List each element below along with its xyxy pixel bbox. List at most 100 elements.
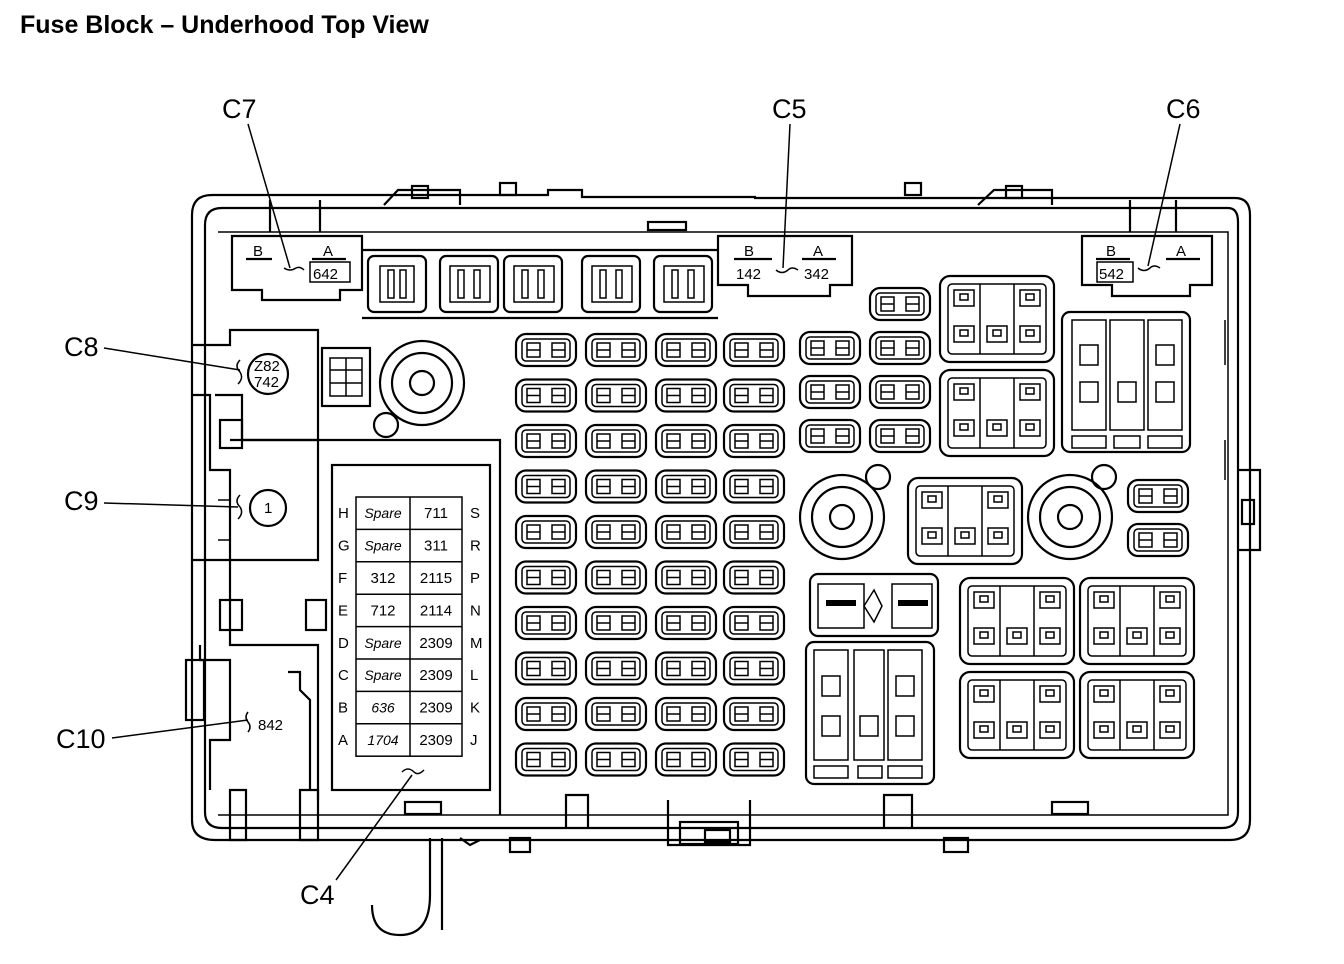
relay-lower-2 xyxy=(1078,576,1196,666)
tall-relay-block-upper xyxy=(1060,310,1192,454)
small-relay-block xyxy=(320,346,372,408)
c7-callout: C7 xyxy=(222,94,257,124)
c4-row-2-right-pin: P xyxy=(470,570,480,587)
c4-row-0-left-pin: H xyxy=(338,505,349,522)
mini-fuse-r8-c0 xyxy=(514,696,578,732)
c4-row-3-left-value: 712 xyxy=(370,602,395,619)
mini-fuse-r8-c3 xyxy=(722,696,786,732)
mini-fuse-r0-c3 xyxy=(722,332,786,368)
mini-fuse-r2-c1 xyxy=(584,423,648,459)
mini-fuse-r8-c2 xyxy=(654,696,718,732)
mini-fuse-r6-c2 xyxy=(654,605,718,641)
mini-fuse-r1-c2 xyxy=(654,378,718,413)
c8-wire-2: 742 xyxy=(254,374,279,391)
mini-fuse-r9-c1 xyxy=(584,742,648,777)
mini-fuse-r1-c0 xyxy=(514,378,578,413)
mini-fuse-r3-c0 xyxy=(514,469,578,504)
side-fuse-5 xyxy=(868,418,932,454)
c4-row-1-left-pin: G xyxy=(338,538,350,555)
c4-row-4-left-value: Spare xyxy=(364,635,402,651)
c4-row-0-right-pin: S xyxy=(470,505,480,522)
c4-row-4-right-pin: M xyxy=(470,635,483,652)
mini-fuse-grid xyxy=(514,286,1190,777)
c10-wire: 842 xyxy=(258,717,283,734)
c7-connector: B A 642 xyxy=(230,234,364,302)
mini-fuse-r2-c2 xyxy=(654,423,718,459)
c10-connector: 842 xyxy=(245,711,283,734)
mini-fuse-r6-c0 xyxy=(514,605,578,641)
diagram-title: Fuse Block – Underhood Top View xyxy=(20,11,429,39)
side-fuse-2 xyxy=(798,374,862,410)
c8-wire-1: Z82 xyxy=(254,358,280,375)
c4-row-7-right-pin: J xyxy=(470,732,478,749)
callouts: C7 C5 C6 C8 C9 C10 C4 xyxy=(56,94,1201,910)
c9-pin-label: 1 xyxy=(264,500,272,517)
top-relay-row xyxy=(362,248,718,320)
c4-row-3-right-value: 2114 xyxy=(420,602,452,619)
mini-fuse-r0-c2 xyxy=(654,332,718,368)
c8-callout: C8 xyxy=(64,332,99,362)
c7-wire-a: 642 xyxy=(313,266,338,283)
mini-fuse-r6-c1 xyxy=(584,605,648,641)
side-fuse-0 xyxy=(798,330,862,366)
c4-row-4-right-value: 2309 xyxy=(419,635,452,652)
mini-fuse-r2-c0 xyxy=(514,423,578,459)
c5-pin-a-label: A xyxy=(813,243,823,260)
mini-fuse-r9-c3 xyxy=(722,742,786,777)
relay-upper-2 xyxy=(938,368,1056,458)
side-fuse-3 xyxy=(868,374,932,410)
mini-fuse-r8-c1 xyxy=(584,696,648,732)
mini-fuse-r5-c2 xyxy=(654,560,718,595)
c4-row-2-left-value: 312 xyxy=(370,570,395,587)
c4-row-4-left-pin: D xyxy=(338,635,349,652)
c5-wire-b: 142 xyxy=(736,266,761,283)
relay-upper-1 xyxy=(938,274,1056,364)
c7-pin-b-label: B xyxy=(253,243,263,260)
c8-connector: Z82 742 xyxy=(236,352,290,396)
side-fuse-7 xyxy=(1126,478,1190,514)
c4-row-3-left-pin: E xyxy=(338,602,348,619)
mini-fuse-r5-c0 xyxy=(514,560,578,595)
c5-wire-a: 342 xyxy=(804,266,829,283)
c4-row-0-right-value: 711 xyxy=(424,505,448,522)
c4-callout: C4 xyxy=(300,880,335,910)
c4-row-0-left-value: Spare xyxy=(364,505,402,521)
relay-lower-1 xyxy=(958,576,1076,666)
mini-fuse-r3-c2 xyxy=(654,469,718,504)
mini-fuse-r6-c3 xyxy=(722,605,786,641)
c4-row-6-right-value: 2309 xyxy=(419,700,452,717)
mini-fuse-r7-c2 xyxy=(654,651,718,686)
c4-row-3-right-pin: N xyxy=(470,602,481,619)
mini-fuse-r5-c1 xyxy=(584,560,648,595)
mini-fuse-r9-c2 xyxy=(654,742,718,777)
relay-lower-4 xyxy=(1078,670,1196,760)
mini-fuse-r4-c1 xyxy=(584,514,648,550)
c5-connector: B A 142 342 xyxy=(716,234,854,298)
c4-row-2-right-value: 2115 xyxy=(420,570,452,587)
c4-row-1-right-value: 311 xyxy=(424,538,448,555)
stud-terminals xyxy=(372,339,1118,561)
c4-row-1-right-pin: R xyxy=(470,538,481,555)
side-fuse-1 xyxy=(868,330,932,366)
c4-row-5-left-value: Spare xyxy=(364,667,402,683)
mini-fuse-r1-c1 xyxy=(584,378,648,413)
mini-fuse-r7-c3 xyxy=(722,651,786,686)
mini-fuse-r2-c3 xyxy=(722,423,786,459)
mini-fuse-r0-c1 xyxy=(584,332,648,368)
side-fuse-4 xyxy=(798,418,862,454)
c4-row-1-left-value: Spare xyxy=(364,538,402,554)
c10-callout: C10 xyxy=(56,724,106,754)
c6-pin-b-label: B xyxy=(1106,243,1116,260)
side-fuse-6 xyxy=(868,286,932,322)
mini-fuse-r0-c0 xyxy=(514,332,578,368)
c7-pin-a-label: A xyxy=(323,243,333,260)
relay-lower-3 xyxy=(958,670,1076,760)
c4-row-5-right-pin: L xyxy=(470,667,478,684)
c4-row-2-left-pin: F xyxy=(338,570,347,587)
mini-fuse-r7-c1 xyxy=(584,651,648,686)
mini-fuse-r7-c0 xyxy=(514,651,578,686)
mini-fuse-r5-c3 xyxy=(722,560,786,595)
mini-fuse-r4-c0 xyxy=(514,514,578,550)
